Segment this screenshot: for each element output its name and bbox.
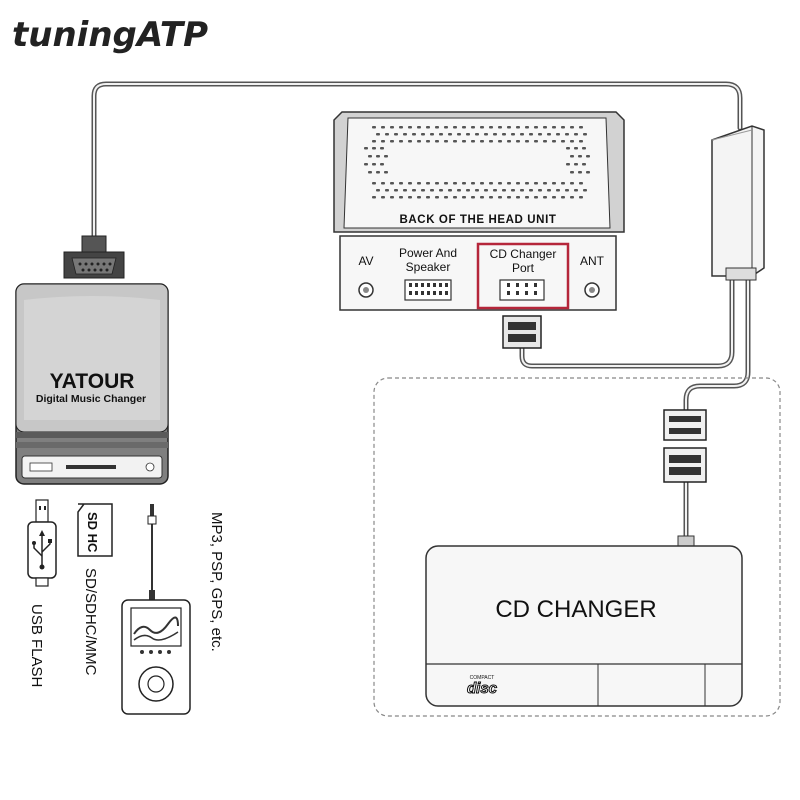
cd-port-label-line1: CD Changer xyxy=(490,247,557,261)
sd-label: SD/SDHC/MMC xyxy=(82,568,99,676)
cd-changer: CD CHANGER COMPACT disc xyxy=(425,535,743,707)
head-unit: BACK OF THE HEAD UNIT AV Power And Speak… xyxy=(333,111,625,349)
mp3-player-icon xyxy=(121,599,191,715)
cd-changer-label: CD CHANGER xyxy=(495,596,656,623)
disc-logo-small: COMPACT xyxy=(470,675,495,681)
adapter-box xyxy=(711,125,765,281)
sd-card-text: SD HC xyxy=(85,512,100,553)
head-unit-vents xyxy=(364,126,590,199)
cd-port-label-line2: Port xyxy=(512,261,535,275)
head-unit-title: BACK OF THE HEAD UNIT xyxy=(400,214,557,226)
player-label: MP3, PSP, GPS, etc. xyxy=(208,512,225,652)
cd-changer-port xyxy=(499,279,545,301)
disc-logo: disc xyxy=(467,680,498,697)
aux-plug-icon xyxy=(147,504,157,600)
yatour-device: YATOUR Digital Music Changer xyxy=(15,235,169,485)
sd-card-icon: SD HC xyxy=(77,503,113,557)
trunk-area xyxy=(373,377,781,717)
power-port-label-line1: Power And xyxy=(399,246,457,260)
usb-flash-icon xyxy=(27,499,57,587)
yatour-subtitle: Digital Music Changer xyxy=(36,393,146,405)
changer-connector-pair xyxy=(663,409,707,483)
head-unit-plug xyxy=(502,315,542,349)
db-connector xyxy=(63,235,125,279)
power-port-label-line2: Speaker xyxy=(406,260,451,274)
ant-port-label: ANT xyxy=(580,254,605,268)
changer-cable xyxy=(683,275,751,413)
cd-changer-port-highlight xyxy=(476,242,570,310)
brand-logo: tuningATP xyxy=(12,15,208,55)
av-port-label: AV xyxy=(358,254,373,268)
power-speaker-port xyxy=(404,279,452,301)
yatour-logo: YATOUR xyxy=(50,370,135,393)
usb-label: USB FLASH xyxy=(28,604,45,687)
